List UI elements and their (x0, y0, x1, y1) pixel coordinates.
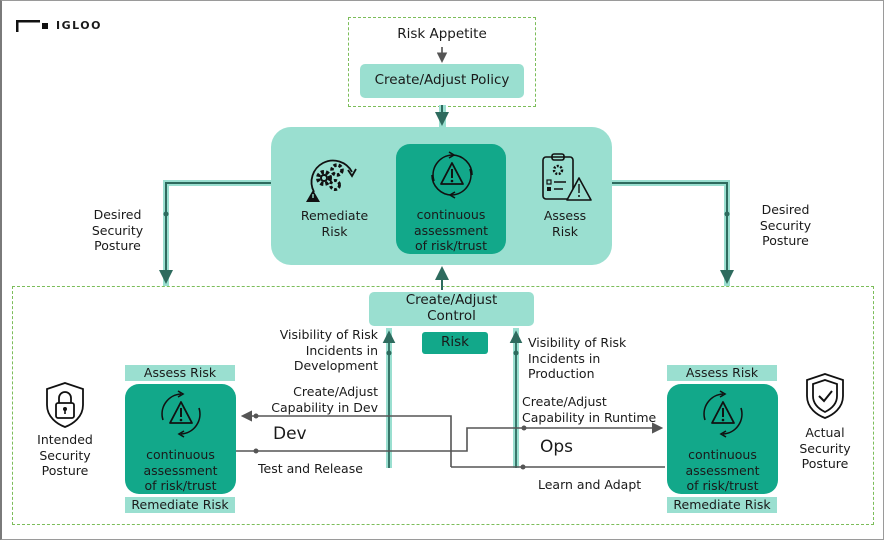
cycle-warning-icon (161, 390, 201, 438)
brand-logo: IGLOO (16, 18, 102, 32)
desired-posture-right: Desired Security Posture (759, 202, 812, 248)
igloo-logo-icon (16, 20, 48, 32)
create-adjust-policy-box: Create/Adjust Policy (360, 64, 524, 98)
shield-lock-icon (46, 382, 84, 428)
capability-dev-label: Create/Adjust Capability in Dev (271, 384, 378, 415)
visibility-prod-label: Visibility of Risk Incidents in Producti… (528, 335, 627, 381)
risk-badge: Risk (422, 332, 488, 354)
central-remediate-label: Remediate Risk (300, 208, 369, 239)
left-continuous-label: continuous assessment of risk/trust (143, 447, 218, 493)
desired-right-arrow (612, 182, 734, 284)
brand-name: IGLOO (56, 18, 102, 32)
left-assess-risk-bar: Assess Risk (125, 365, 235, 381)
desired-posture-left: Desired Security Posture (91, 207, 144, 253)
capability-dev-line (240, 410, 452, 467)
central-continuous-box (396, 144, 506, 254)
capability-runtime-label: Create/Adjust Capability in Runtime (522, 394, 657, 425)
gears-warning-icon (306, 159, 357, 202)
clipboard-warning-icon (542, 153, 592, 201)
left-remediate-risk-bar: Remediate Risk (125, 497, 235, 513)
risk-appetite-label: Risk Appetite (397, 26, 487, 42)
visibility-dev-label: Visibility of Risk Incidents in Developm… (279, 327, 378, 373)
shield-check-icon (806, 373, 844, 419)
right-continuous-label: continuous assessment of risk/trust (685, 447, 760, 493)
create-adjust-policy-label: Create/Adjust Policy (374, 72, 510, 88)
cycle-warning-icon (703, 390, 743, 438)
create-adjust-control-box: Create/Adjust Control (369, 292, 534, 326)
learn-adapt-label: Learn and Adapt (538, 477, 642, 492)
risk-badge-label: Risk (441, 334, 469, 350)
test-release-label: Test and Release (258, 461, 363, 476)
right-remediate-risk-bar: Remediate Risk (667, 497, 777, 513)
cycle-warning-icon (431, 151, 473, 199)
central-assess-label: Assess Risk (543, 208, 587, 239)
right-assess-risk-bar: Assess Risk (667, 365, 777, 381)
actual-posture-label: Actual Security Posture (799, 425, 851, 471)
create-adjust-control-label: Create/Adjust Control (405, 292, 498, 324)
desired-left-arrow (159, 182, 272, 284)
dev-label: Dev (273, 424, 307, 444)
central-continuous-label: continuous assessment of risk/trust (413, 207, 489, 253)
intended-posture-label: Intended Security Posture (37, 432, 93, 478)
test-release-line (236, 422, 664, 452)
ops-label: Ops (540, 437, 574, 457)
